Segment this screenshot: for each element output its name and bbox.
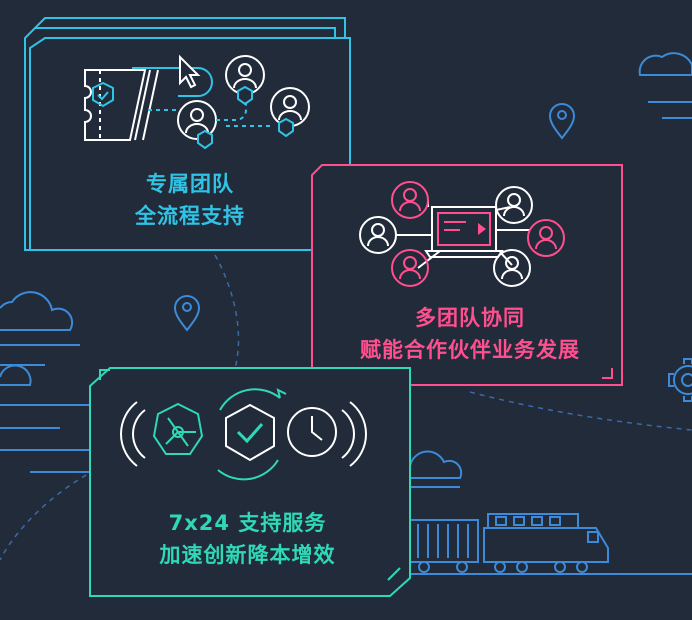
- cloud-icon: [0, 291, 74, 331]
- clock-icon: [287, 407, 337, 457]
- pin-icon: [548, 103, 576, 140]
- collab-card: [311, 164, 623, 386]
- support-title: 7x24 支持服务: [168, 511, 327, 535]
- collab-card-text: 多团队协同 赋能合作伙伴业务发展: [325, 302, 615, 366]
- support-card-text: 7x24 支持服务 加速创新降本增效: [115, 507, 380, 571]
- gear-icon: [668, 358, 692, 402]
- pin-icon: [173, 295, 201, 332]
- user-shield-icon: [270, 87, 310, 138]
- cursor-icon: [179, 54, 201, 89]
- train-icon: [407, 513, 609, 573]
- cloud-icon: [0, 364, 32, 386]
- team-card-text: 专属团队 全流程支持: [105, 168, 275, 232]
- users-network-icon: [359, 181, 565, 287]
- team-title: 专属团队: [146, 172, 234, 196]
- team-card: [24, 17, 351, 251]
- cycle-shield-icon: [217, 388, 287, 481]
- shield-check-icon: [92, 81, 114, 108]
- cloud-icon: [409, 450, 463, 479]
- collab-subtitle: 赋能合作伙伴业务发展: [360, 338, 580, 362]
- team-subtitle: 全流程支持: [135, 204, 245, 228]
- scenery-lines: [0, 101, 692, 575]
- dashed-connectors: [0, 254, 692, 561]
- cloud-icon: [638, 52, 692, 76]
- support-card: [89, 367, 411, 597]
- network-node-icon: [152, 402, 204, 455]
- collab-title: 多团队协同: [415, 306, 525, 330]
- support-subtitle: 加速创新降本增效: [159, 543, 336, 567]
